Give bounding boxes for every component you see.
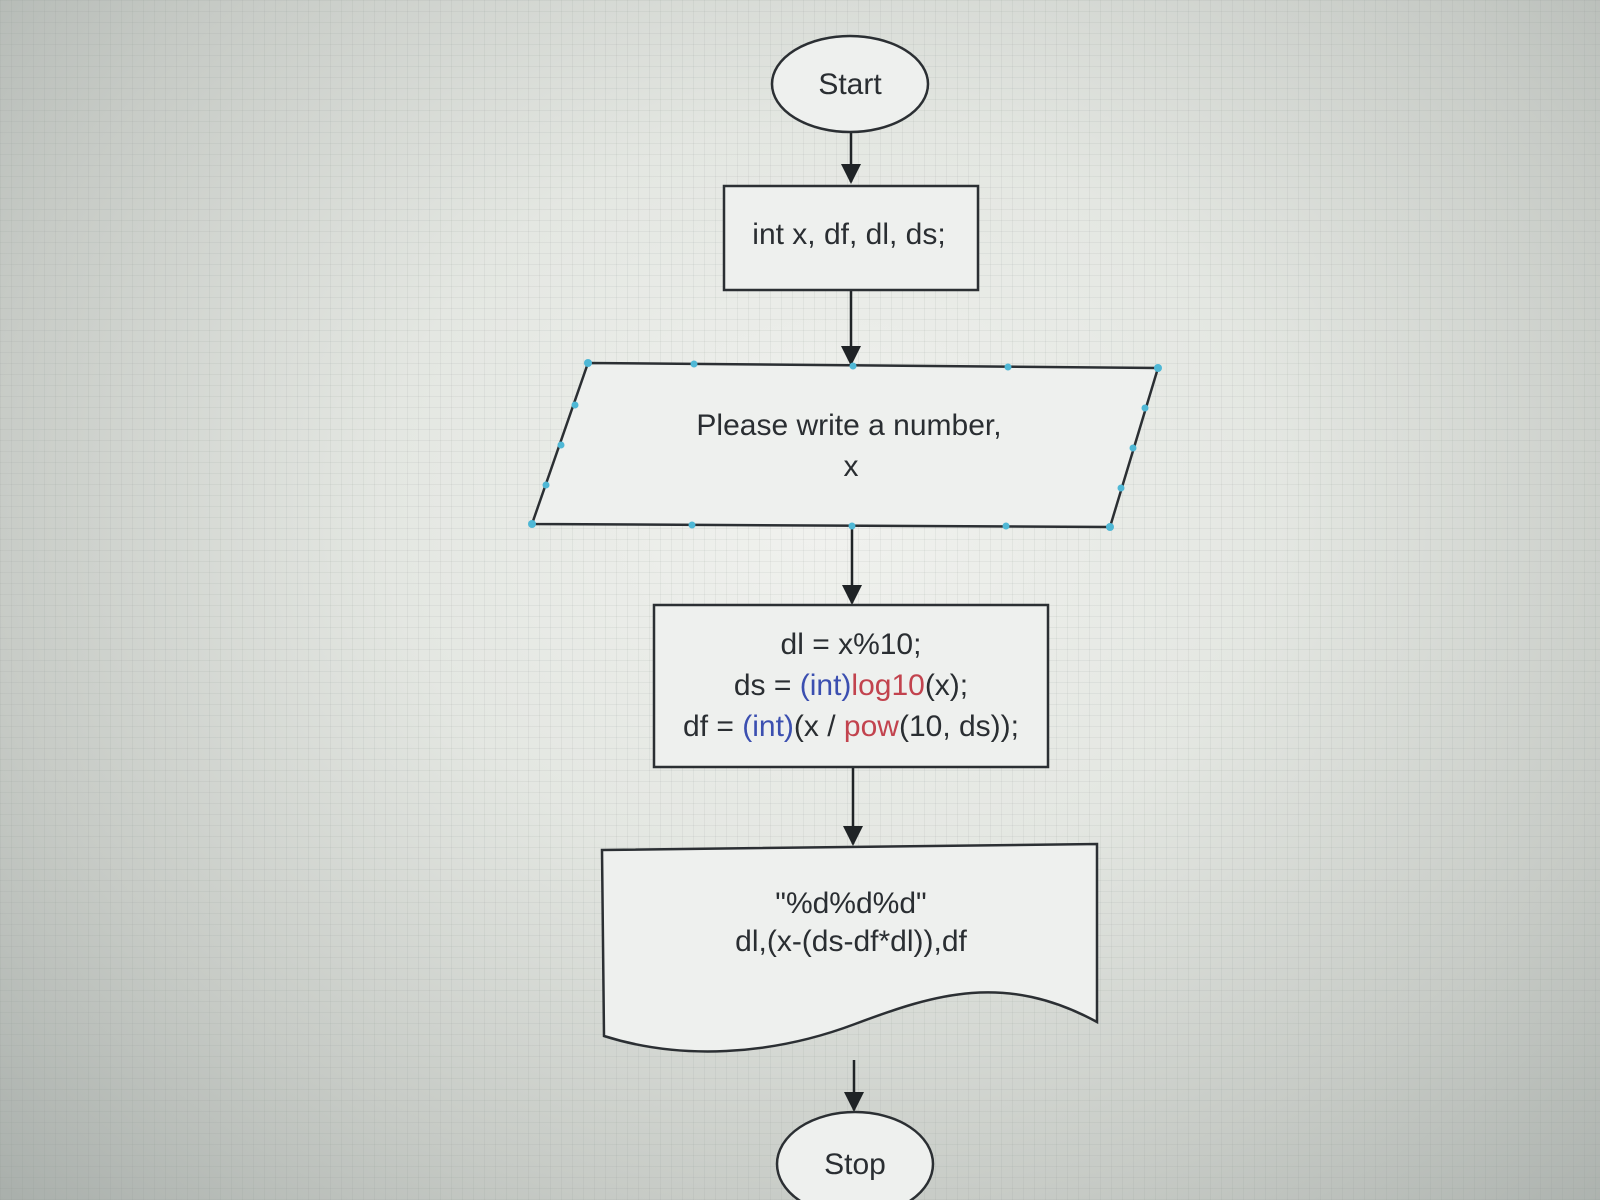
selection-handle[interactable] xyxy=(848,522,856,530)
selection-handle[interactable] xyxy=(690,360,698,368)
selection-handle[interactable] xyxy=(557,441,565,449)
selection-handle[interactable] xyxy=(1106,523,1114,531)
start-terminator[interactable]: Start xyxy=(770,34,930,134)
input-parallelogram[interactable]: Please write a number, x xyxy=(530,361,1160,529)
input-line-2: x xyxy=(844,450,859,483)
code-token-keyword: (int) xyxy=(742,710,794,743)
selection-handle[interactable] xyxy=(688,521,696,529)
stop-label: Stop xyxy=(824,1148,886,1181)
code-token-plain: df = xyxy=(683,710,742,743)
selection-handle[interactable] xyxy=(1004,363,1012,371)
output-document[interactable]: "%d%d%d" dl,(x-(ds-df*dl)),df xyxy=(600,842,1099,1053)
input-line-1: Please write a number, xyxy=(696,409,1001,442)
selection-handles[interactable] xyxy=(528,359,1162,531)
selection-handle[interactable] xyxy=(1002,522,1010,530)
process-line-3: df = (int)(x / pow(10, ds)); xyxy=(683,710,1019,743)
declare-process-box[interactable]: int x, df, dl, ds; xyxy=(722,184,980,292)
selection-handle[interactable] xyxy=(571,401,579,409)
selection-handle[interactable] xyxy=(1129,444,1137,452)
assign-process-box[interactable]: dl = x%10; ds = (int)log10(x); df = (int… xyxy=(652,603,1050,769)
code-token-plain: (10, ds)); xyxy=(899,710,1019,743)
selection-handle[interactable] xyxy=(1117,484,1125,492)
selection-handle[interactable] xyxy=(584,359,592,367)
selection-handle[interactable] xyxy=(849,362,857,370)
stop-terminator[interactable]: Stop xyxy=(775,1110,935,1200)
selection-handle[interactable] xyxy=(528,520,536,528)
selection-handle[interactable] xyxy=(1154,364,1162,372)
code-token-function: log10 xyxy=(851,669,924,702)
start-label: Start xyxy=(818,68,882,101)
code-token-plain: (x); xyxy=(925,669,968,702)
code-token-function: pow xyxy=(844,710,899,743)
selection-handle[interactable] xyxy=(1141,404,1149,412)
selection-handle[interactable] xyxy=(542,481,550,489)
output-line-2: dl,(x-(ds-df*dl)),df xyxy=(735,925,967,958)
declare-label: int x, df, dl, ds; xyxy=(752,218,945,251)
code-token-plain: ds = xyxy=(734,669,800,702)
code-token-plain: (x / xyxy=(794,710,844,743)
process-line-1: dl = x%10; xyxy=(781,628,922,661)
code-token-keyword: (int) xyxy=(800,669,852,702)
output-line-1: "%d%d%d" xyxy=(775,887,926,920)
process-line-2: ds = (int)log10(x); xyxy=(734,669,968,702)
